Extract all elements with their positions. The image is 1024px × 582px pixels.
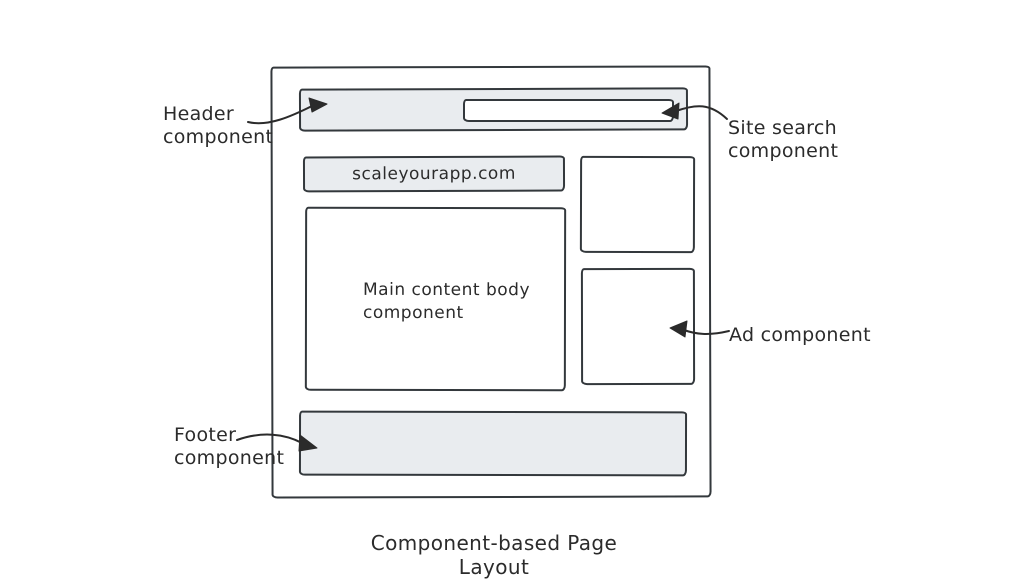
sidebar-top-box bbox=[579, 155, 696, 254]
site-url-label: scaleyourapp.com bbox=[352, 163, 516, 184]
ad-component-label: Ad component bbox=[729, 324, 871, 346]
footer-component-bar bbox=[298, 410, 688, 477]
site-search-component-label: Site search component bbox=[728, 117, 839, 162]
site-search-box bbox=[463, 99, 674, 122]
main-content-label: Main content body component bbox=[362, 279, 531, 324]
ad-component-box bbox=[580, 267, 696, 386]
diagram-caption: Component-based Page Layout bbox=[370, 531, 618, 579]
header-component-label: Header component bbox=[163, 103, 274, 148]
main-content-box: Main content body component bbox=[304, 206, 567, 392]
footer-component-label: Footer component bbox=[174, 424, 285, 469]
site-url-bar: scaleyourapp.com bbox=[302, 155, 566, 193]
